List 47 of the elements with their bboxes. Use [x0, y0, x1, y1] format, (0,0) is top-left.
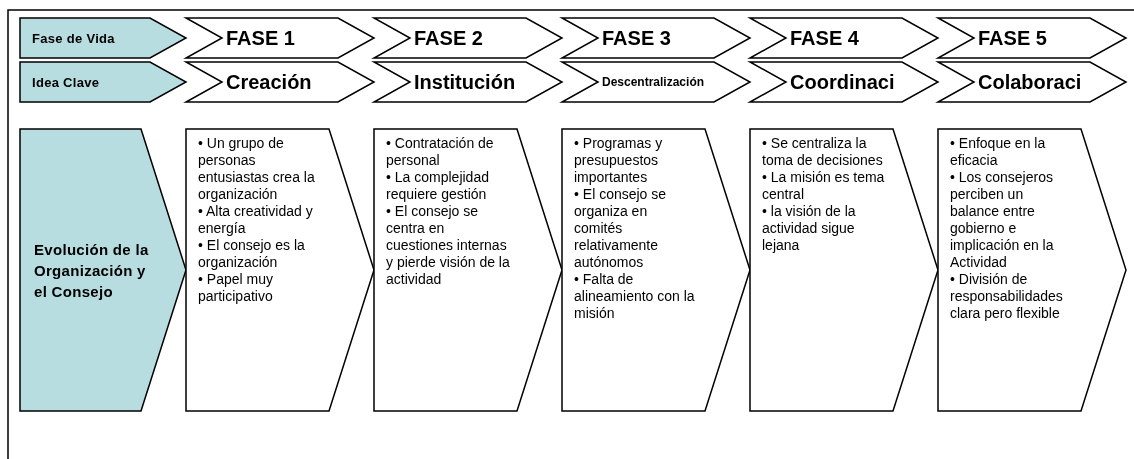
phase-banner	[750, 18, 938, 58]
phase-label: FASE 4	[790, 26, 859, 50]
bullet-text: • El consejo se organiza en comités relativamente autónomos	[574, 186, 668, 271]
content-panel	[374, 129, 562, 411]
bullet-text: • El consejo es la organización	[198, 237, 306, 271]
bullet-text: • Contratación de personal	[386, 135, 495, 169]
phase-banner	[750, 62, 938, 102]
bullet-text: • Se centraliza la toma de decisiones	[762, 135, 884, 169]
phase-banner	[562, 18, 750, 58]
row-heading: Evolución de la Organización y el Consejo	[34, 239, 150, 302]
phase-banner	[374, 62, 562, 102]
key-idea-label: Creación	[226, 70, 312, 94]
content-panel	[562, 129, 750, 411]
phase-label: FASE 1	[226, 26, 295, 50]
row-header-banner	[20, 129, 186, 411]
phase-banner	[186, 18, 374, 58]
bullet-text: • La misión es tema central	[762, 169, 886, 203]
row-header-banner	[20, 62, 186, 102]
content-panel	[938, 129, 1126, 411]
bullet-text: • Papel muy participativo	[198, 271, 274, 305]
bullet-text: • El consejo se centra en cuestiones internas y pierde visión de la actividad	[386, 203, 511, 288]
key-idea-label: Descentralización	[602, 75, 705, 89]
key-idea-label: Institución	[414, 70, 516, 94]
phase-banner	[562, 62, 750, 102]
bullet-text: • Programas y presupuestos importantes	[574, 135, 664, 186]
bullet-text: • Los consejeros perciben un balance entre gobierno e implicación en la Actividad	[950, 169, 1055, 271]
phase-label: FASE 5	[978, 26, 1047, 50]
row-heading: Idea Clave	[32, 74, 100, 90]
bullet-text: • Falta de alineamiento con la misión	[574, 271, 696, 322]
phase-banner	[374, 18, 562, 58]
bullet-text: • Un grupo de personas entusiastas crea la organización	[198, 135, 316, 203]
bullet-text: • División de responsabilidades clara pero flexible	[950, 271, 1064, 322]
bullet-text: • la visión de la actividad sigue lejana	[762, 203, 857, 254]
content-panel	[186, 129, 374, 411]
bullet-text: • La complejidad requiere gestión	[386, 169, 490, 203]
phase-label: FASE 2	[414, 26, 483, 50]
key-idea-label: Colaboraci	[978, 70, 1082, 94]
row-header-banner	[20, 18, 186, 58]
row-heading: Fase de Vida	[32, 30, 115, 46]
bullet-text: • Alta creatividad y energía	[198, 203, 314, 237]
bullet-text: • Enfoque en la eficacia	[950, 135, 1047, 169]
phase-banner	[938, 18, 1126, 58]
content-panel	[750, 129, 938, 411]
phase-banner	[186, 62, 374, 102]
key-idea-label: Coordinaci	[790, 70, 895, 94]
phase-label: FASE 3	[602, 26, 671, 50]
phase-banner	[938, 62, 1126, 102]
